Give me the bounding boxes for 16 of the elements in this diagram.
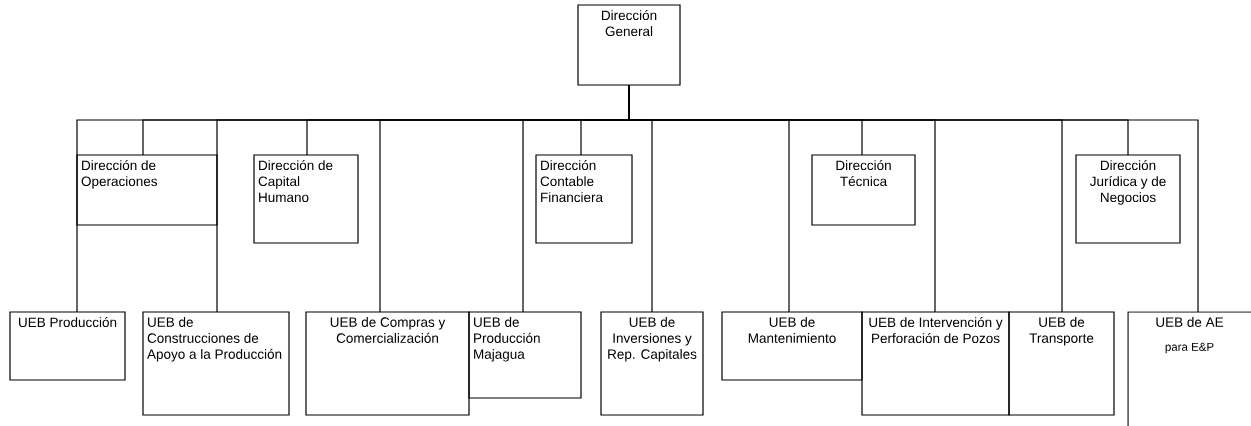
- org-box: Dirección de Capital Humano: [253, 154, 359, 244]
- org-box: UEB de Transporte: [1008, 311, 1115, 416]
- org-box: UEB Producción: [9, 311, 126, 381]
- org-box: Dirección de Operaciones: [76, 154, 218, 226]
- connector-line: [628, 84, 1199, 313]
- org-box: UEB de Construcciones de Apoyo a la Producción: [142, 311, 290, 416]
- open-box: UEB de AE para E&P: [1127, 311, 1251, 426]
- org-box: UEB de Producción Majagua: [468, 311, 582, 399]
- org-box: Dirección Jurídica y de Negocios: [1075, 154, 1181, 244]
- org-box: UEB de Intervención y Perforación de Pozos: [861, 311, 1010, 416]
- org-box: UEB de Compras y Comercialización: [305, 311, 470, 416]
- org-box: Dirección General: [577, 4, 681, 86]
- org-box: UEB de Inversiones y Rep. Capitales: [600, 311, 704, 416]
- org-box: UEB de Mantenimiento: [721, 311, 863, 381]
- org-box: Dirección Técnica: [811, 154, 916, 226]
- org-box: Dirección Contable Financiera: [535, 154, 633, 244]
